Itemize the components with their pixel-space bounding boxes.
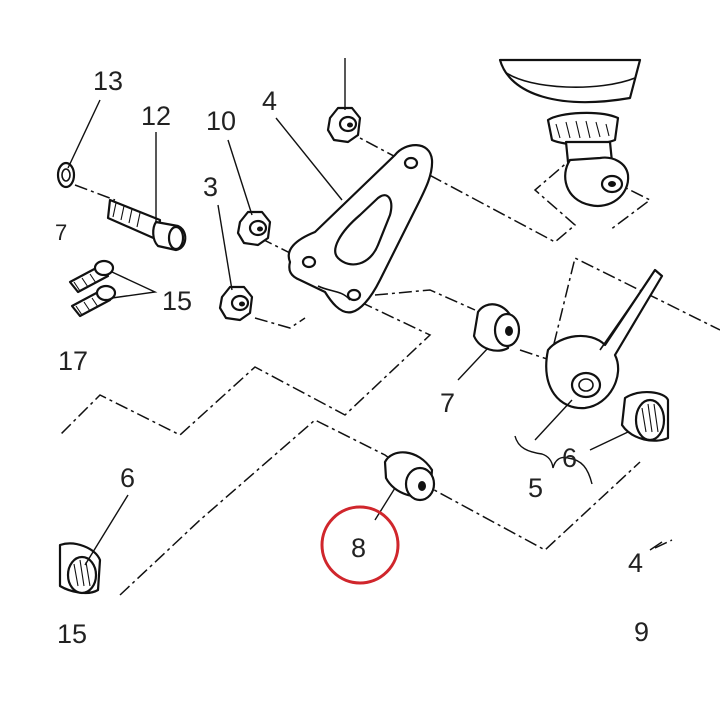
leader-3 — [217, 204, 233, 291]
leader-5-brace — [514, 435, 593, 485]
leader-10 — [227, 139, 253, 216]
leader-13 — [67, 99, 101, 169]
nut-10 — [236, 210, 272, 247]
axis-left-bolts — [74, 184, 116, 201]
callout-6-right: 6 — [562, 443, 577, 473]
callout-8: 8 — [351, 533, 366, 563]
linkage-rod-5 — [545, 268, 664, 410]
bracket-plate — [287, 144, 434, 314]
callout-10: 10 — [206, 106, 236, 136]
screw-15-upper — [68, 259, 115, 294]
leader-15a — [111, 271, 158, 299]
nut-3 — [218, 285, 254, 322]
callout-13: 13 — [93, 66, 123, 96]
leader-4a — [275, 117, 343, 201]
callout-4-top: 4 — [262, 86, 277, 116]
callout-7: 7 — [440, 388, 455, 418]
screw-15-lower — [70, 284, 117, 318]
callout-6-left: 6 — [120, 463, 135, 493]
bushing-8 — [383, 451, 436, 502]
bearing-6-right — [620, 391, 670, 442]
axis-spacer-7 — [374, 289, 476, 311]
callout-3: 3 — [203, 172, 218, 202]
callout-15-upper: 15 — [162, 286, 192, 316]
callout-7-edge: 7 — [55, 220, 67, 245]
callout-15-lower: 15 — [57, 619, 87, 649]
leader-6b — [589, 431, 629, 451]
leader-lines — [67, 58, 663, 566]
highlight-circle — [320, 505, 400, 585]
axis-lower-nut — [254, 317, 306, 329]
axis-bushing-8 — [119, 419, 641, 596]
leader-8 — [374, 487, 396, 521]
spacer-7 — [472, 303, 521, 352]
callout-5: 5 — [528, 473, 543, 503]
axis-top-bracket — [344, 129, 652, 243]
leader-4b — [649, 541, 663, 551]
leader-5 — [534, 399, 573, 441]
callout-labels: 13 12 10 4 3 7 15 17 7 6 5 6 8 4 15 9 — [55, 66, 649, 649]
callout-12: 12 — [141, 101, 171, 131]
callout-17: 17 — [58, 346, 88, 376]
callout-9: 9 — [634, 617, 649, 647]
callout-4-bottom: 4 — [628, 548, 643, 578]
leader-6a — [84, 494, 129, 566]
shock-absorber — [498, 58, 642, 208]
washer-13 — [56, 161, 76, 189]
axis-right-edge — [654, 539, 673, 549]
bolt-12 — [106, 198, 187, 252]
leader-7b — [457, 347, 489, 381]
nut-top — [326, 106, 362, 144]
